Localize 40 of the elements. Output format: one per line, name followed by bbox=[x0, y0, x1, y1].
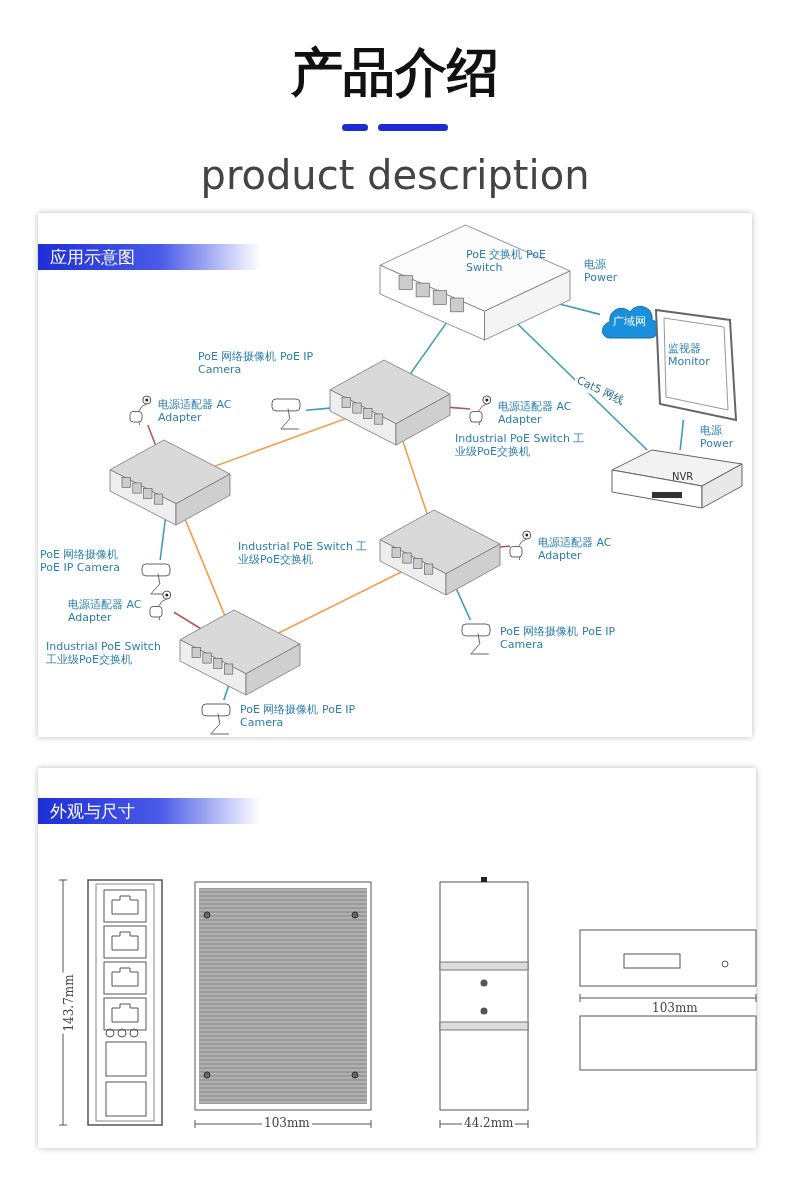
device-label: 监视器 Monitor bbox=[668, 342, 711, 368]
section-heading: 应用示意图 bbox=[38, 244, 260, 270]
cable-line bbox=[159, 518, 167, 561]
power-label: 电源 Power bbox=[584, 258, 619, 284]
device-label: 电源适配器 AC Adapter bbox=[68, 598, 143, 624]
page-subtitle: product description bbox=[199, 152, 591, 198]
device-label: 电源适配器 AC Adapter bbox=[538, 536, 613, 562]
device-label: PoE 网络摄像机 PoE IP Camera bbox=[198, 350, 315, 376]
cable-line bbox=[559, 303, 601, 316]
device-label: Industrial PoE Switch 工业级PoE交换机 bbox=[238, 540, 368, 566]
section-heading: 外观与尺寸 bbox=[38, 798, 260, 824]
dimension-label: 103mm bbox=[262, 1116, 312, 1130]
device-label: 电源适配器 AC Adapter bbox=[498, 400, 573, 426]
dimension-label: 44.2mm bbox=[462, 1116, 516, 1130]
dimension-label: 143.7mm bbox=[61, 972, 76, 1034]
cable-line bbox=[214, 418, 346, 467]
device-label: NVR bbox=[672, 470, 695, 483]
cable-line bbox=[409, 322, 447, 375]
device-label: PoE 网络摄像机 PoE IP Camera bbox=[240, 703, 357, 729]
power-label: 电源 Power bbox=[700, 424, 735, 450]
device-label: Industrial PoE Switch 工业级PoE交换机 bbox=[455, 432, 585, 458]
cable-line bbox=[184, 519, 226, 616]
cable-line bbox=[173, 611, 202, 630]
device-label: 电源适配器 AC Adapter bbox=[158, 398, 233, 424]
device-label: 广域网 bbox=[613, 315, 647, 328]
cable-line bbox=[223, 685, 230, 701]
cable-line bbox=[305, 407, 331, 412]
dimension-label: 103mm bbox=[651, 1001, 699, 1015]
cable-line bbox=[449, 406, 471, 410]
cable-line bbox=[679, 419, 685, 451]
device-label: Industrial PoE Switch 工业级PoE交换机 bbox=[46, 640, 162, 666]
page-title: 产品介绍 bbox=[290, 41, 500, 104]
cable-line bbox=[147, 424, 157, 446]
cable-line bbox=[455, 588, 472, 621]
cable-line bbox=[517, 323, 648, 451]
device-label: PoE 网络摄像机 PoE IP Camera bbox=[500, 625, 617, 651]
device-label: PoE 交换机 PoE Switch bbox=[466, 248, 547, 274]
cable-line bbox=[402, 440, 428, 515]
cable-line bbox=[278, 571, 402, 634]
device-label: PoE 网络摄像机 PoE IP Camera bbox=[40, 548, 121, 574]
